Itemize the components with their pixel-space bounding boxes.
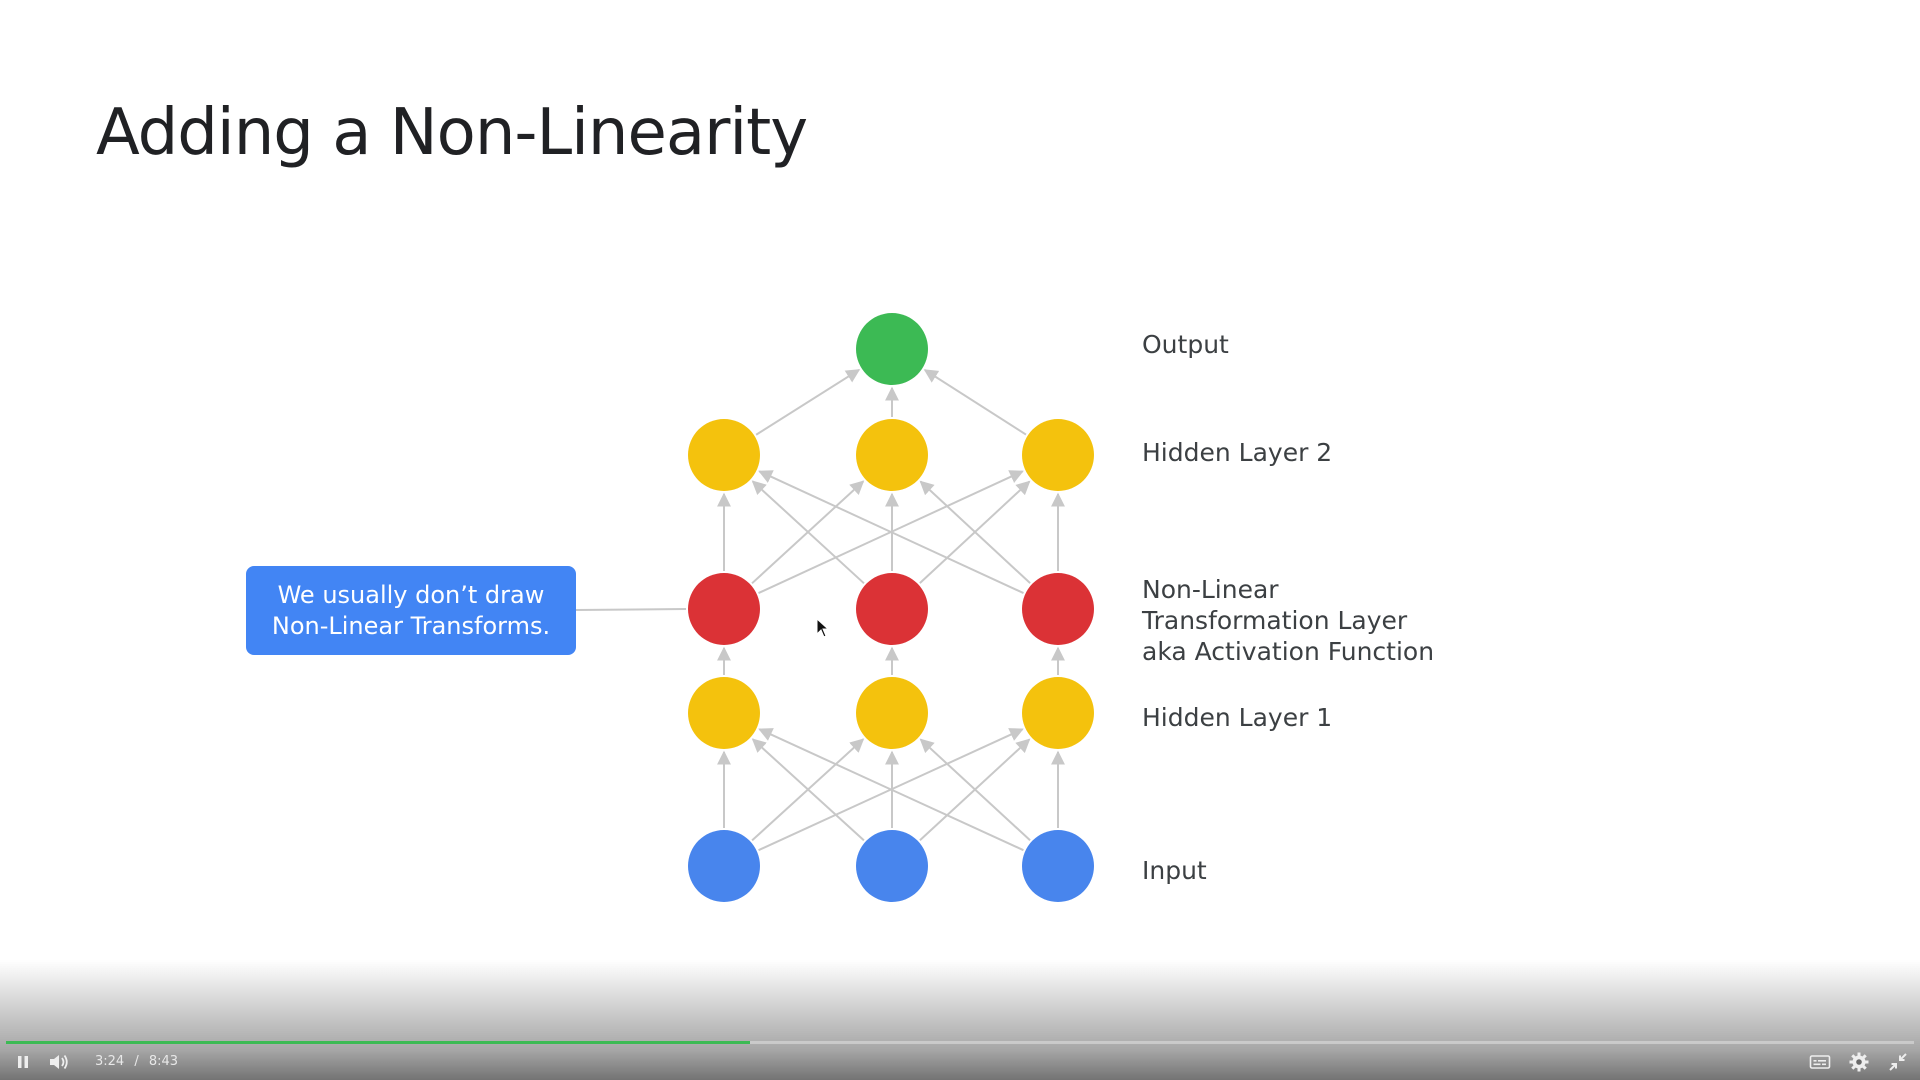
node-hidden2 <box>1022 419 1094 491</box>
label-hidden-layer-1: Hidden Layer 1 <box>1142 703 1333 732</box>
edge-input-to-hidden1 <box>919 738 1031 841</box>
label-nonlinear-line3: aka Activation Function <box>1142 637 1435 666</box>
node-input <box>856 830 928 902</box>
time-separator: / <box>134 1054 139 1069</box>
edge-input-to-hidden1 <box>758 728 1024 852</box>
slide-title: Adding a Non-Linearity <box>96 96 808 170</box>
mouse-cursor-icon <box>816 618 830 638</box>
node-input <box>1022 830 1094 902</box>
gear-icon <box>1849 1052 1869 1072</box>
node-nonlinear <box>688 573 760 645</box>
edge-nonlinear-to-hidden2 <box>758 470 1024 594</box>
edge-input-to-hidden1 <box>751 738 865 842</box>
node-nonlinear <box>1022 573 1094 645</box>
progress-bar-fill <box>6 1041 751 1044</box>
progress-bar[interactable] <box>6 1041 1914 1044</box>
label-nonlinear: Non-Linear Transformation Layer aka Acti… <box>1142 574 1434 667</box>
label-nonlinear-line1: Non-Linear <box>1142 575 1279 604</box>
callout-line2: Non-Linear Transforms. <box>271 611 551 640</box>
exit-fullscreen-button[interactable] <box>1886 1050 1910 1074</box>
captions-button[interactable] <box>1808 1050 1832 1074</box>
node-hidden1 <box>688 677 760 749</box>
edge-nonlinear-to-hidden2 <box>919 480 1031 584</box>
label-nonlinear-line2: Transformation Layer <box>1142 606 1408 635</box>
settings-button[interactable] <box>1847 1050 1871 1074</box>
time-display: 3:24 / 8:43 <box>95 1054 178 1069</box>
node-output <box>856 313 928 385</box>
edge-hidden2-to-output <box>923 369 1027 436</box>
node-nonlinear <box>856 573 928 645</box>
volume-button[interactable] <box>47 1050 71 1074</box>
edge-nonlinear-to-hidden2 <box>751 480 865 585</box>
node-input <box>688 830 760 902</box>
current-time: 3:24 <box>95 1054 125 1069</box>
exit-fullscreen-icon <box>1889 1053 1907 1071</box>
pause-button[interactable] <box>11 1050 35 1074</box>
node-hidden2 <box>688 419 760 491</box>
player-controls: 3:24 / 8:43 <box>0 1044 1920 1080</box>
volume-icon <box>50 1054 68 1070</box>
duration: 8:43 <box>148 1054 179 1069</box>
callout-box: We usually don’t draw Non-Linear Transfo… <box>246 566 576 655</box>
nodes <box>688 313 1094 902</box>
label-output: Output <box>1142 330 1229 359</box>
node-hidden1 <box>1022 677 1094 749</box>
edges <box>717 368 1065 852</box>
captions-icon <box>1809 1055 1831 1069</box>
label-input: Input <box>1142 856 1207 885</box>
callout-connector <box>575 608 687 611</box>
pause-icon <box>18 1056 28 1068</box>
node-hidden1 <box>856 677 928 749</box>
label-hidden-layer-2: Hidden Layer 2 <box>1142 438 1333 467</box>
edge-hidden2-to-output <box>755 368 861 436</box>
callout-line1: We usually don’t draw <box>277 580 545 609</box>
node-hidden2 <box>856 419 928 491</box>
